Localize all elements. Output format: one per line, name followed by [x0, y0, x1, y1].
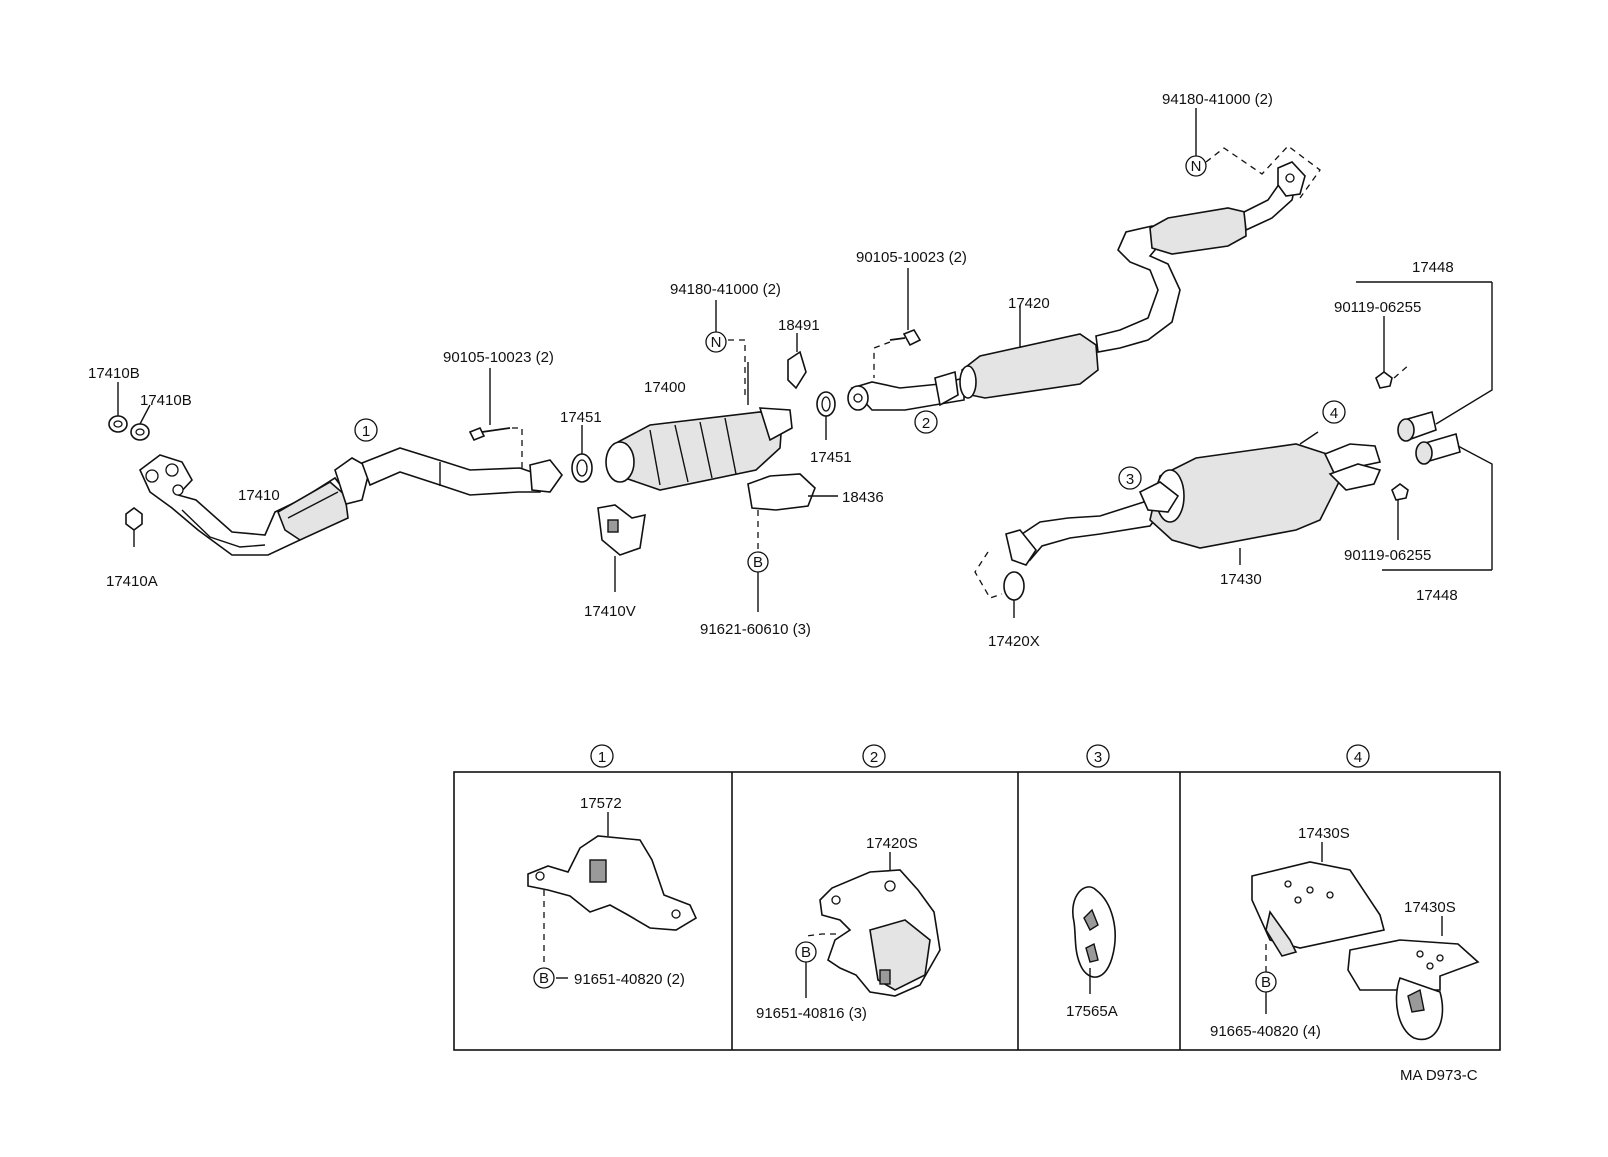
label-17565A: 17565A [1066, 1003, 1118, 1020]
nut-17410A [125, 507, 143, 547]
detail-3: 3 17565A [1066, 744, 1118, 1020]
gasket-17420X [974, 551, 1025, 618]
detail-1-B-label: B [539, 970, 549, 987]
label-91621-60610: 91621-60610 (3) [700, 621, 811, 638]
callout-2-label: 2 [922, 415, 930, 432]
label-91651-40816: 91651-40816 (3) [756, 1005, 867, 1022]
front-exhaust-pipe-17410 [139, 447, 564, 556]
label-17451-right: 17451 [810, 449, 852, 466]
label-91651-40820: 91651-40820 (2) [574, 971, 685, 988]
label-17420S: 17420S [866, 835, 918, 852]
label-90105-10023-left: 90105-10023 (2) [443, 349, 554, 366]
detail-3-callout-label: 3 [1094, 749, 1102, 766]
center-pipe-17420 [847, 161, 1306, 411]
label-91665-40820: 91665-40820 (4) [1210, 1023, 1321, 1040]
label-17410: 17410 [238, 487, 280, 504]
label-17451-left: 17451 [560, 409, 602, 426]
callout-B-label: B [753, 554, 763, 571]
label-17410A: 17410A [106, 573, 158, 590]
tail-pipe-muffler-17430 [1005, 431, 1382, 566]
heat-insulator-18436 [747, 473, 838, 555]
label-17430S-2: 17430S [1404, 899, 1456, 916]
callout-2-main: 2 [914, 410, 938, 434]
label-90119-06255-top: 90119-06255 [1334, 299, 1421, 316]
tail-pipe-tips-17448 [1356, 281, 1493, 571]
label-17420X: 17420X [988, 633, 1040, 650]
callout-B-left: B [747, 551, 769, 612]
detail-4-callout-label: 4 [1354, 749, 1362, 766]
label-90119-06255-bottom: 90119-06255 [1344, 547, 1431, 564]
callout-3-label: 3 [1126, 471, 1134, 488]
bolt-90119-bottom [1391, 483, 1409, 540]
callout-N-right: N [1185, 108, 1321, 199]
label-17410V: 17410V [584, 603, 636, 620]
label-17448-bottom: 17448 [1416, 587, 1458, 604]
detail-2-callout-label: 2 [870, 749, 878, 766]
label-17410B-2: 17410B [140, 392, 192, 409]
gasket-17451-right [816, 391, 836, 440]
label-17448-top: 17448 [1412, 259, 1454, 276]
label-17430S-1: 17430S [1298, 825, 1350, 842]
bracket-17410V [597, 504, 646, 592]
detail-1: 1 B 17572 91651-40820 (2) [527, 744, 698, 989]
label-94180-41000-right: 94180-41000 (2) [1162, 91, 1273, 108]
callout-1-main: 1 [354, 418, 378, 442]
catalytic-converter-17400 [605, 362, 793, 491]
gasket-17410B [108, 382, 151, 441]
reference-code: MA D973-C [1400, 1067, 1478, 1084]
detail-2-B-label: B [801, 944, 811, 961]
callout-N-right-label: N [1191, 158, 1202, 175]
detail-4-B-label: B [1261, 974, 1271, 991]
detail-4: 4 B 17430S 17430S 91665-40820 (4) [1210, 744, 1480, 1041]
callout-3-main: 3 [1118, 466, 1142, 490]
detail-panel-border [453, 771, 1501, 1051]
detail-2: 2 B 17420S 91651-40816 (3) [756, 744, 941, 1022]
detail-panel [453, 771, 1501, 1051]
clamp-18491 [787, 333, 807, 390]
gasket-17451-left [571, 425, 593, 483]
label-17430: 17430 [1220, 571, 1262, 588]
label-17400: 17400 [644, 379, 686, 396]
bolt-90105-right [873, 268, 922, 378]
callout-N-label: N [711, 334, 722, 351]
bolt-90105-left [468, 368, 523, 470]
bolt-90119-top [1375, 316, 1411, 389]
callout-4-main: 4 [1322, 400, 1346, 424]
label-94180-41000-left: 94180-41000 (2) [670, 281, 781, 298]
callout-N-left: N [705, 300, 746, 400]
label-17410B-1: 17410B [88, 365, 140, 382]
label-90105-10023-right: 90105-10023 (2) [856, 249, 967, 266]
label-18491: 18491 [778, 317, 820, 334]
label-17572: 17572 [580, 795, 622, 812]
label-18436: 18436 [842, 489, 884, 506]
label-17420: 17420 [1008, 295, 1050, 312]
callout-4-label: 4 [1330, 405, 1338, 422]
callout-1-label: 1 [362, 423, 370, 440]
detail-1-callout-label: 1 [598, 749, 606, 766]
